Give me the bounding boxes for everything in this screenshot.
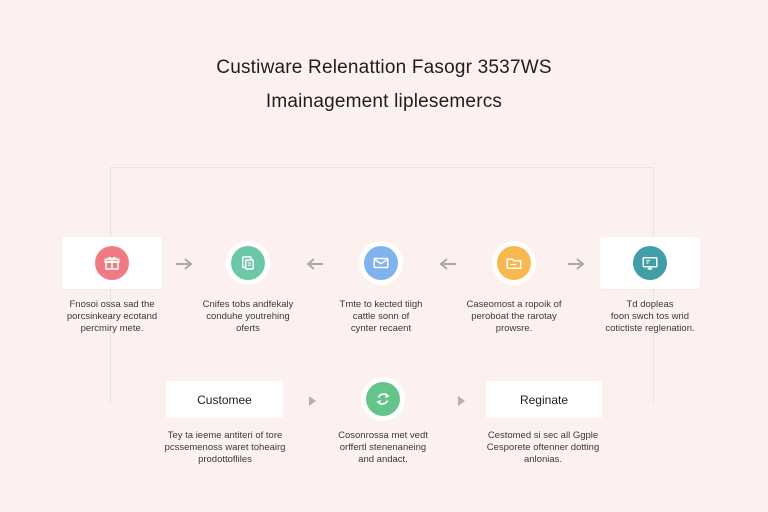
arrow-right-2 [568,258,585,270]
reginate-caption: Cestomed si sec all Ggple Cesporete ofte… [486,430,600,465]
cycle-icon [376,393,390,405]
step-5-circle [633,246,667,280]
step-4-caption: Caseomost a ropoik of peroboat the rarot… [466,299,562,334]
step-5-caption: Td dopleas foon swch tos wrid cotictiste… [605,299,695,334]
reginate-box: Reginate [486,381,602,418]
step-2-circle [231,246,265,280]
diagram-title: Custiware Relenattion Fasogr 3537WS [216,57,552,78]
step-3-caption: Tmte to kected tiigh cattle sonn of cynt… [339,299,423,334]
customee-box: Customee [166,381,283,418]
arrow-left-2 [439,258,456,270]
arrow-left-1 [306,258,323,270]
step-1-circle [95,246,129,280]
frame-top-line [110,167,654,168]
document-icon [242,256,254,270]
arrow-right-4 [458,396,465,406]
cycle-caption: Cosonrossa met vedt orffertl stenenanein… [338,430,428,465]
step-4-circle [497,246,531,280]
arrow-right-1 [176,258,193,270]
cycle-circle [366,382,400,416]
step-2-caption: Cnifes tobs andfekaly conduhe youtrehing… [202,299,294,334]
step-3-circle [364,246,398,280]
folder-icon [506,258,522,269]
customee-caption: Tey ta ieeme antiteri of tore pcssemenos… [164,430,286,465]
mail-icon [373,257,389,269]
gift-icon [104,256,120,270]
step-1-caption: Fnosoi ossa sad the porcsinkeary ecotand… [66,299,158,334]
arrow-right-3 [309,396,316,406]
diagram-subtitle: Imainagement liplesemercs [265,91,503,112]
monitor-icon [642,257,658,270]
